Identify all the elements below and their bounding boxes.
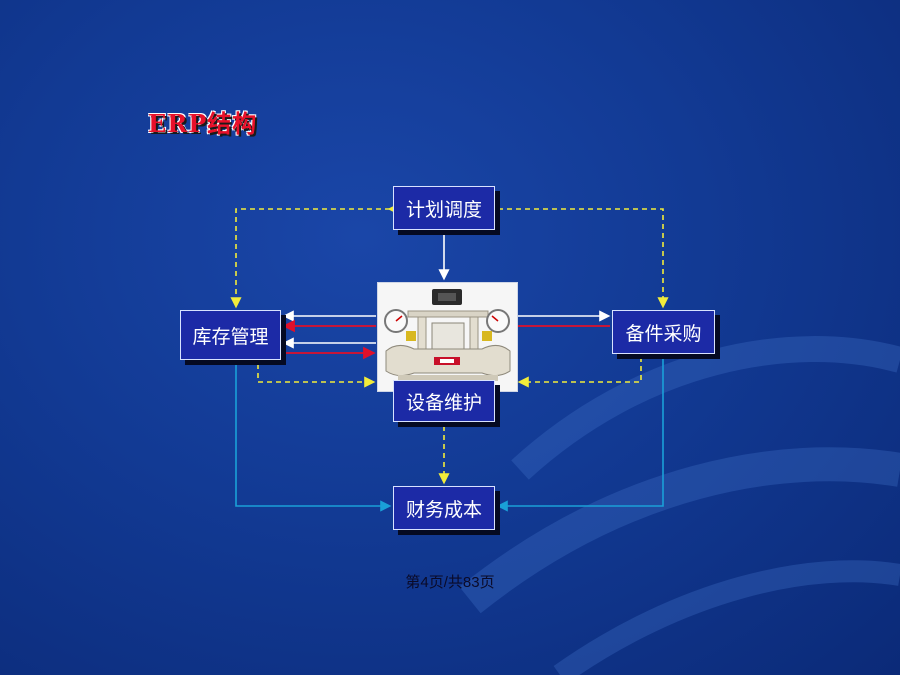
equipment-pump-image (377, 282, 518, 392)
purchase-maint-dashed-link (517, 348, 647, 388)
stock-to-finance-link (235, 364, 392, 512)
page-number-footer: 第4页/共83页 (405, 574, 495, 591)
node-equipment-maintenance: 设备维护 (393, 380, 495, 422)
node-finance-cost: 财务成本 (393, 486, 495, 530)
node-inventory-management: 库存管理 (180, 310, 281, 360)
slide-title: ERP结构 (148, 109, 258, 138)
plan-purchase-dashed-link (489, 203, 669, 309)
node-plan-scheduling: 计划调度 (393, 186, 495, 230)
node-parts-procurement: 备件采购 (612, 310, 715, 354)
plan-stock-dashed-link (230, 203, 399, 309)
purchase-to-finance-link (496, 357, 664, 512)
stock-maint-dashed-link (252, 355, 376, 388)
